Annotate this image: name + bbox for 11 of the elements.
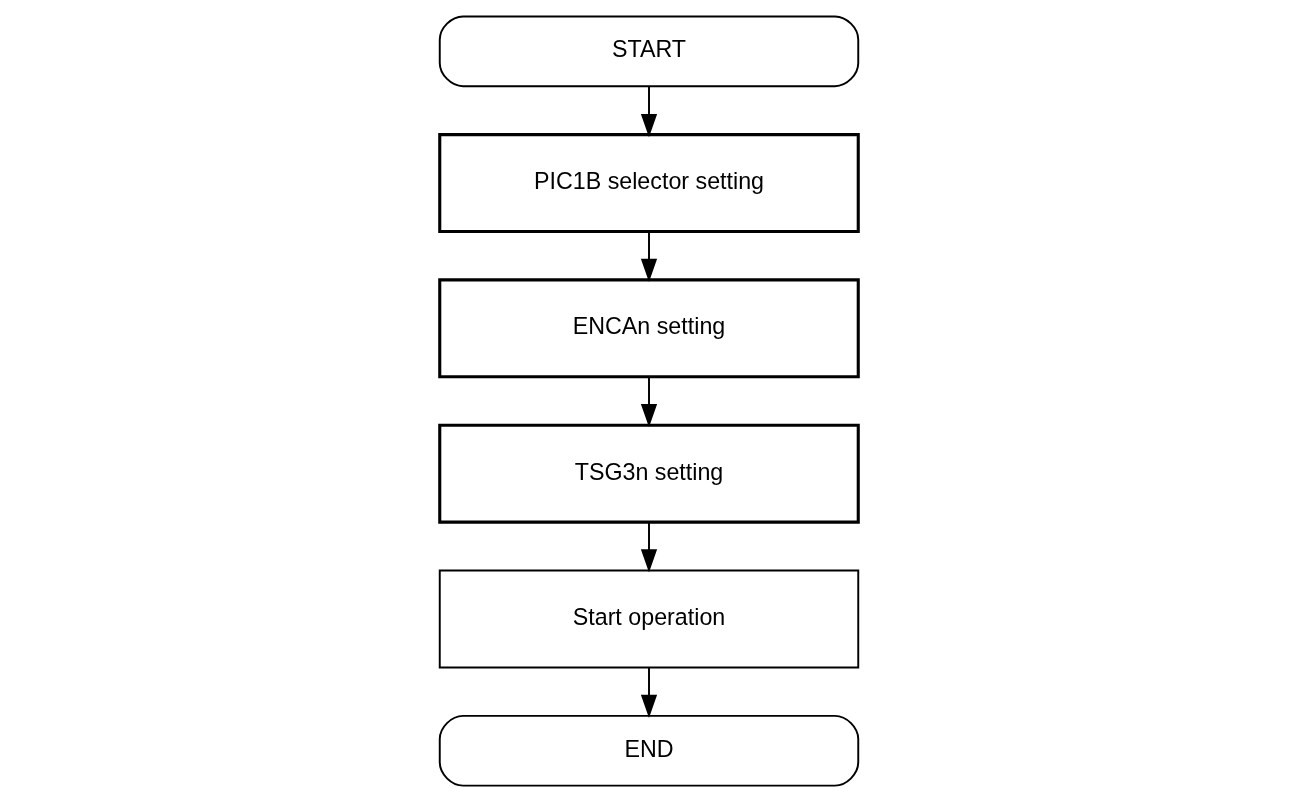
arrow	[640, 376, 658, 428]
arrow	[640, 85, 658, 138]
node-box: END	[438, 714, 860, 787]
node-box: PIC1B selector setting	[438, 133, 860, 233]
node-box: ENCAn setting	[438, 278, 860, 379]
node-box: Start operation	[438, 569, 860, 669]
arrow	[640, 231, 658, 282]
node-box: TSG3n setting	[438, 423, 860, 524]
node-box: START	[438, 15, 860, 88]
arrow	[640, 666, 658, 719]
arrow	[640, 521, 658, 573]
